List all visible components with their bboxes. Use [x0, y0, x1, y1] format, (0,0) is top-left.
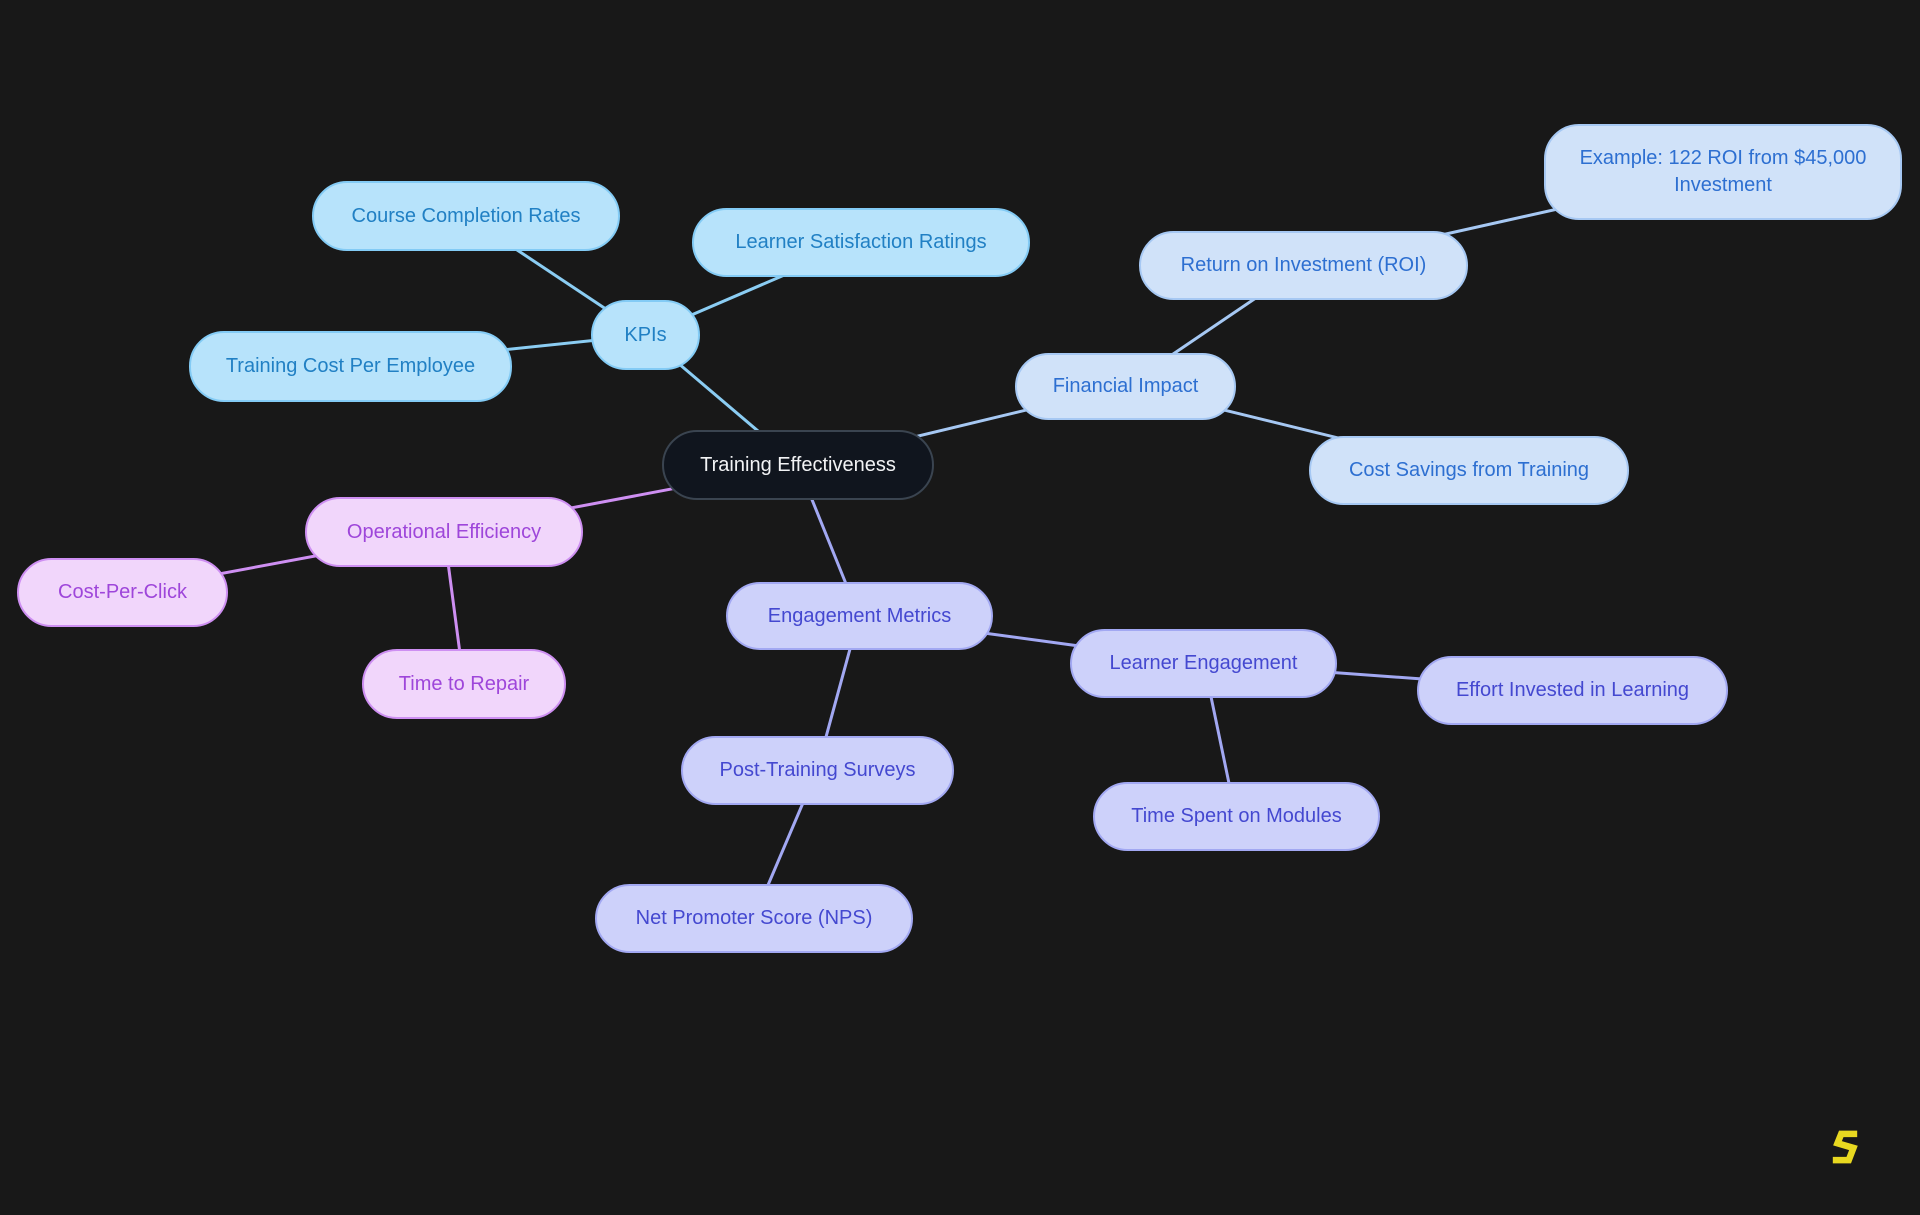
node-training-cost-per-employee[interactable]: Training Cost Per Employee — [189, 331, 512, 402]
node-operational-efficiency[interactable]: Operational Efficiency — [305, 497, 583, 567]
node-learner-engagement[interactable]: Learner Engagement — [1070, 629, 1337, 698]
node-engagement-metrics[interactable]: Engagement Metrics — [726, 582, 993, 650]
node-return-on-investment[interactable]: Return on Investment (ROI) — [1139, 231, 1468, 300]
node-cost-savings-from-training[interactable]: Cost Savings from Training — [1309, 436, 1629, 505]
node-time-to-repair[interactable]: Time to Repair — [362, 649, 566, 719]
node-root-training-effectiveness[interactable]: Training Effectiveness — [662, 430, 934, 500]
node-kpis[interactable]: KPIs — [591, 300, 700, 370]
node-cost-per-click[interactable]: Cost-Per-Click — [17, 558, 228, 627]
node-financial-impact[interactable]: Financial Impact — [1015, 353, 1236, 420]
node-learner-satisfaction-ratings[interactable]: Learner Satisfaction Ratings — [692, 208, 1030, 277]
node-post-training-surveys[interactable]: Post-Training Surveys — [681, 736, 954, 805]
node-course-completion-rates[interactable]: Course Completion Rates — [312, 181, 620, 251]
brand-logo-icon — [1832, 1130, 1858, 1164]
node-effort-invested-in-learning[interactable]: Effort Invested in Learning — [1417, 656, 1728, 725]
node-time-spent-on-modules[interactable]: Time Spent on Modules — [1093, 782, 1380, 851]
node-net-promoter-score[interactable]: Net Promoter Score (NPS) — [595, 884, 913, 953]
node-roi-example[interactable]: Example: 122 ROI from $45,000 Investment — [1544, 124, 1902, 220]
